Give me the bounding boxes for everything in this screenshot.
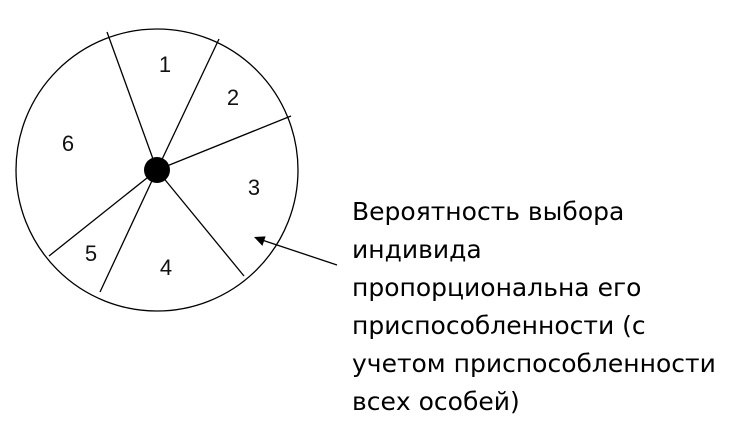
pointer-arrow-shaft bbox=[261, 239, 338, 266]
sector-label-1: 1 bbox=[159, 52, 171, 77]
caption-line-2: индивида bbox=[352, 235, 482, 264]
divider-line-1-2 bbox=[156, 38, 220, 171]
caption-line-5: учетом приспособленности bbox=[352, 349, 716, 378]
wheel-hub bbox=[144, 157, 170, 183]
wheel-outline bbox=[15, 28, 299, 312]
caption-line-4: приспособленности (с bbox=[352, 311, 646, 340]
divider-line-6-1 bbox=[106, 31, 158, 171]
divider-line-5-6 bbox=[48, 169, 158, 257]
selection-probability-caption: Вероятность выбора индивида пропорционал… bbox=[352, 193, 732, 421]
sector-label-3: 3 bbox=[248, 175, 260, 200]
divider-line-4-5 bbox=[99, 169, 158, 293]
divider-line-2-3 bbox=[156, 115, 292, 171]
sector-label-6: 6 bbox=[62, 131, 74, 156]
divider-line-3-4 bbox=[156, 169, 245, 277]
caption-line-6: всех особей) bbox=[352, 387, 520, 416]
caption-line-3: пропорциональна его bbox=[352, 273, 642, 302]
pointer-arrowhead bbox=[254, 236, 266, 246]
sector-label-5: 5 bbox=[85, 241, 97, 266]
sector-label-2: 2 bbox=[227, 85, 239, 110]
caption-line-1: Вероятность выбора bbox=[352, 197, 625, 226]
sector-label-4: 4 bbox=[160, 255, 172, 280]
